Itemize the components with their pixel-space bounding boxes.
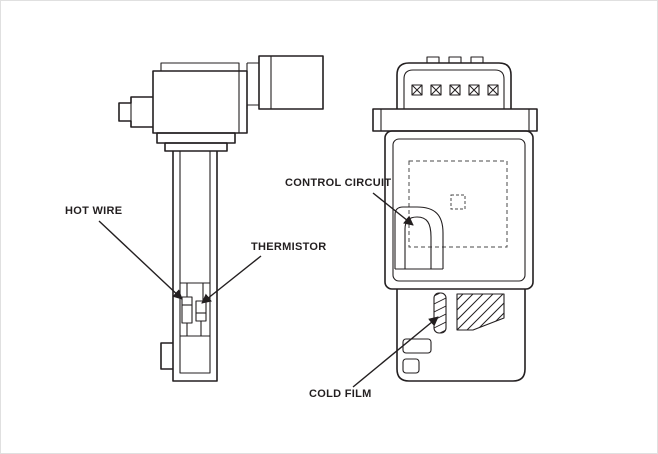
cold-film-arrow bbox=[352, 316, 439, 388]
connector-pin bbox=[430, 84, 442, 96]
connector-pin bbox=[487, 84, 499, 96]
control-circuit-arrow bbox=[372, 192, 414, 226]
left-view bbox=[118, 55, 324, 382]
connector-pin bbox=[411, 84, 423, 96]
hatched-vent bbox=[456, 293, 505, 331]
bottom-slots bbox=[402, 338, 432, 374]
control-circuit-label: CONTROL CIRCUIT bbox=[285, 177, 391, 189]
connector-pin bbox=[468, 84, 480, 96]
mounting-tab bbox=[118, 96, 153, 128]
connector-front bbox=[396, 56, 512, 109]
thermistor-element bbox=[195, 300, 207, 336]
thermistor-arrow bbox=[201, 255, 262, 304]
thermistor-label: THERMISTOR bbox=[251, 241, 327, 253]
circuit-board-outline bbox=[408, 160, 508, 248]
callouts: HOT WIRE THERMISTOR CONTROL CIRCUIT COLD… bbox=[65, 177, 439, 400]
upper-flange bbox=[372, 108, 538, 132]
connector-side bbox=[246, 55, 324, 110]
hot-wire-arrow bbox=[98, 220, 183, 300]
sensor-housing bbox=[152, 62, 248, 134]
right-view bbox=[372, 56, 538, 382]
connector-pins bbox=[411, 84, 499, 96]
mounting-flange bbox=[156, 132, 236, 152]
probe-stem bbox=[160, 151, 218, 382]
cold-film-element bbox=[433, 292, 447, 334]
hot-wire-element bbox=[181, 296, 193, 336]
circuit-chip-outline bbox=[450, 194, 466, 210]
connector-pin bbox=[449, 84, 461, 96]
hot-wire-label: HOT WIRE bbox=[65, 205, 122, 217]
upper-body bbox=[384, 130, 534, 290]
cold-film-label: COLD FILM bbox=[309, 388, 372, 400]
